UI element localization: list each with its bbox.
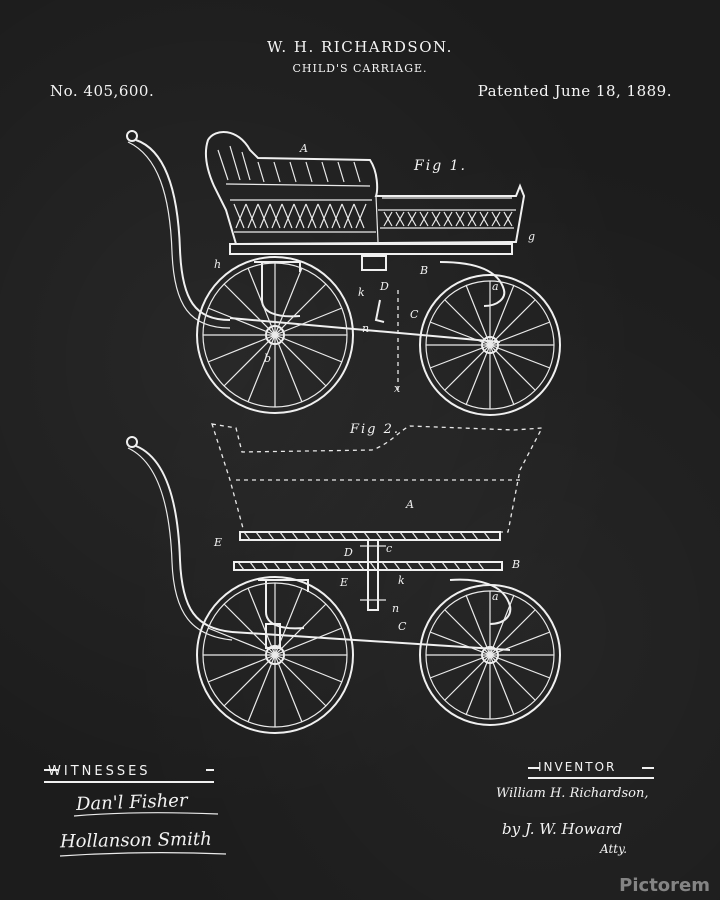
fig1-rear-wheel xyxy=(419,274,561,416)
fig1-brake-link xyxy=(374,299,385,323)
fig1-label-D: D xyxy=(379,280,389,293)
fig2-axle-clamp xyxy=(265,623,281,649)
fig1-label-h: h xyxy=(214,258,221,271)
figure-1-carriage: A B C D a b g h k n x xyxy=(126,130,561,416)
fig1-wicker-body xyxy=(205,131,526,246)
pictorem-watermark: Pictorem xyxy=(619,875,710,896)
fig2-pivot-post xyxy=(367,539,379,611)
fig1-label-A: A xyxy=(299,142,308,155)
inventor-name-heading: W. H. RICHARDSON. xyxy=(267,38,453,56)
fig1-label-a: a xyxy=(492,280,499,293)
fig1-rear-spring xyxy=(439,261,506,307)
witness-sig-2-underline xyxy=(59,852,227,857)
patent-date: Patented June 18, 1889. xyxy=(477,82,672,100)
fig1-label-g: g xyxy=(528,230,535,243)
fig2-handle-knob xyxy=(126,436,138,448)
fig2-label-k: k xyxy=(398,574,405,587)
fig2-label-n: n xyxy=(392,602,399,615)
fig2-label-C: C xyxy=(398,620,407,633)
inventor-rule xyxy=(528,767,654,779)
fig2-front-wheel xyxy=(196,576,354,734)
fig1-platform xyxy=(229,243,513,255)
fig1-handle-knob xyxy=(126,130,138,142)
figure-2-carriage: A B C D E E a c k n xyxy=(126,423,561,734)
witness-signature-1: Dan'l Fisher xyxy=(75,790,188,815)
fig2-label-E: E xyxy=(213,536,222,549)
attorney-abbreviation: Atty. xyxy=(600,842,628,856)
invention-title: CHILD'S CARRIAGE. xyxy=(292,62,428,75)
fig2-label-A: A xyxy=(405,498,414,511)
fig1-label-k: k xyxy=(358,286,365,299)
inventor-heading: INVENTOR xyxy=(538,760,617,774)
fig1-label-x: x xyxy=(394,382,401,395)
witnesses-rule xyxy=(44,769,214,783)
fig2-label-E2: E xyxy=(339,576,348,589)
witnesses-heading: WITNESSES xyxy=(48,764,151,779)
fig2-label-c: c xyxy=(386,542,392,555)
witness-signature-2: Hollanson Smith xyxy=(59,828,212,853)
figure-1-label: Fig 1. xyxy=(414,158,467,174)
fig2-axle-bar xyxy=(231,631,511,651)
fig1-pivot-block xyxy=(361,255,387,271)
fig1-label-n: n xyxy=(362,322,369,335)
attorney-signature: by J. W. Howard xyxy=(502,820,623,838)
figure-2-label: Fig 2. xyxy=(350,422,401,437)
fig2-label-a: a xyxy=(492,590,499,603)
inventor-signature: William H. Richardson, xyxy=(496,786,649,801)
fig1-label-b: b xyxy=(264,352,271,365)
fig2-rear-wheel xyxy=(419,584,561,726)
fig2-label-B: B xyxy=(511,558,520,571)
fig2-body-outline-dashed xyxy=(211,423,544,533)
witness-sig-1-underline xyxy=(73,812,219,817)
fig1-front-wheel xyxy=(196,256,354,414)
fig1-label-B: B xyxy=(419,264,428,277)
fig1-label-C: C xyxy=(410,308,419,321)
fig2-label-D: D xyxy=(343,546,353,559)
patent-number: No. 405,600. xyxy=(50,82,155,100)
fig1-push-handle xyxy=(135,139,231,321)
fig1-push-handle-inner xyxy=(127,141,231,329)
